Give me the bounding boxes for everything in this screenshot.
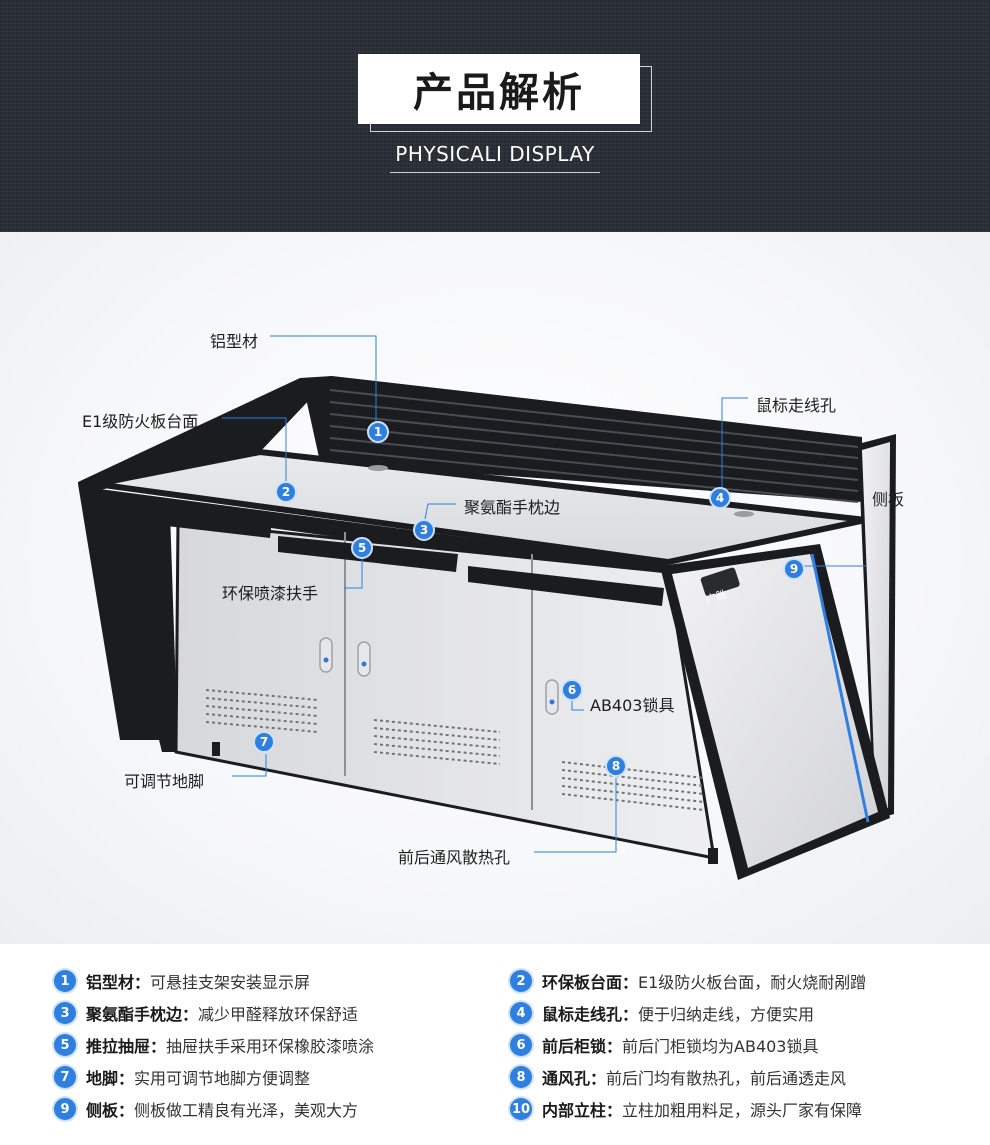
feature-item-3: 3 聚氨酯手枕边： 减少甲醛释放环保舒适	[54, 1000, 358, 1026]
feature-description: 减少甲醛释放环保舒适	[198, 1005, 359, 1024]
feature-number-badge: 1	[54, 970, 76, 992]
feature-name: 鼠标走线孔：	[542, 1005, 639, 1024]
feature-number-badge: 9	[54, 1098, 76, 1120]
feature-description: 抽屉扶手采用环保橡胶漆喷涂	[166, 1037, 375, 1056]
callout-label-aluminium: 铝型材	[210, 332, 259, 351]
feature-number-badge: 3	[54, 1002, 76, 1024]
feature-number-badge: 8	[510, 1066, 532, 1088]
feature-item-2: 2 环保板台面： E1级防火板台面，耐火烧耐剐蹭	[510, 968, 866, 994]
callout-label-lock: AB403锁具	[590, 696, 675, 715]
feature-name: 通风孔：	[542, 1069, 607, 1088]
callout-label-mouse-hole: 鼠标走线孔	[756, 396, 837, 415]
feature-description: 实用可调节地脚方便调整	[134, 1069, 311, 1088]
callout-label-feet: 可调节地脚	[124, 772, 205, 791]
feature-item-5: 5 推拉抽屉： 抽屉扶手采用环保橡胶漆喷涂	[54, 1032, 374, 1058]
svg-text:8: 8	[612, 759, 620, 773]
cabinet-body	[174, 520, 716, 860]
feature-number-badge: 6	[510, 1034, 532, 1056]
feature-item-7: 7 地脚： 实用可调节地脚方便调整	[54, 1064, 310, 1090]
callout-label-armrest: 环保喷漆扶手	[222, 584, 319, 603]
header-banner: 产品解析 PHYSICALI DISPLAY	[0, 0, 990, 232]
feature-name: 前后柜锁：	[542, 1037, 623, 1056]
page-subtitle: PHYSICALI DISPLAY	[395, 142, 595, 166]
feature-description: 前后门柜锁均为AB403锁具	[622, 1037, 819, 1056]
subtitle-underline	[390, 172, 600, 173]
callout-badge-6: 6	[561, 679, 583, 701]
callout-label-desktop: E1级防火板台面	[82, 412, 199, 431]
svg-text:4: 4	[716, 491, 724, 505]
feature-item-10: 10 内部立柱： 立柱加粗用料足，源头厂家有保障	[510, 1096, 862, 1122]
feature-name: 内部立柱：	[542, 1101, 623, 1120]
feature-description: 可悬挂支架安装显示屏	[150, 973, 311, 992]
svg-text:6: 6	[568, 683, 576, 697]
callout-badge-3: 3	[413, 519, 435, 541]
callout-badge-8: 8	[605, 755, 627, 777]
left-end-panel	[100, 500, 178, 752]
callout-label-side-panel: 侧板	[872, 490, 905, 509]
feature-name: 侧板：	[86, 1101, 135, 1120]
feature-item-9: 9 侧板： 侧板做工精良有光泽，美观大方	[54, 1096, 358, 1122]
svg-text:5: 5	[358, 541, 366, 555]
svg-text:3: 3	[420, 523, 428, 537]
feature-number-badge: 7	[54, 1066, 76, 1088]
feature-item-8: 8 通风孔： 前后门均有散热孔，前后通透走风	[510, 1064, 846, 1090]
brand-logo-text: 广胜	[704, 587, 729, 607]
svg-text:7: 7	[260, 735, 268, 749]
feature-description: 前后门均有散热孔，前后通透走风	[606, 1069, 847, 1088]
brand-logo	[700, 567, 740, 597]
feature-list: 1 铝型材： 可悬挂支架安装显示屏 2 环保板台面： E1级防火板台面，耐火烧耐…	[0, 944, 990, 1145]
callout-badge-5: 5	[351, 537, 373, 559]
feature-description: 立柱加粗用料足，源头厂家有保障	[622, 1101, 863, 1120]
page-title: 产品解析	[413, 70, 585, 116]
svg-text:9: 9	[790, 562, 798, 576]
callout-badge-4: 4	[709, 487, 731, 509]
feature-name: 铝型材：	[86, 973, 151, 992]
title-box: 产品解析	[358, 54, 640, 124]
callout-badge-9: 9	[783, 558, 805, 580]
desk-drawing: 广胜 1 2 3 4 5 6 7 8 9	[78, 335, 896, 880]
feature-item-4: 4 鼠标走线孔： 便于归纳走线，方便实用	[510, 1000, 814, 1026]
callout-label-wrist-rest: 聚氨酯手枕边	[464, 498, 561, 517]
callout-label-vents: 前后通风散热孔	[398, 848, 511, 867]
feature-number-badge: 10	[510, 1098, 532, 1120]
feature-description: 侧板做工精良有光泽，美观大方	[134, 1101, 359, 1120]
svg-text:1: 1	[374, 425, 382, 439]
callout-badges: 1 2 3 4 5 6 7 8 9	[253, 421, 805, 777]
callout-badge-7: 7	[253, 731, 275, 753]
callout-badge-1: 1	[367, 421, 389, 443]
feature-item-1: 1 铝型材： 可悬挂支架安装显示屏	[54, 968, 310, 994]
feature-name: 聚氨酯手枕边：	[86, 1005, 199, 1024]
feature-name: 地脚：	[86, 1069, 135, 1088]
feature-number-badge: 5	[54, 1034, 76, 1056]
feature-number-badge: 4	[510, 1002, 532, 1024]
feature-name: 环保板台面：	[542, 973, 639, 992]
callout-badge-2: 2	[275, 481, 297, 503]
feature-description: 便于归纳走线，方便实用	[638, 1005, 815, 1024]
product-illustration: 广胜 1 2 3 4 5 6 7 8 9 铝型材 E1级防火板台面 聚氨酯手	[0, 232, 990, 944]
feature-number-badge: 2	[510, 970, 532, 992]
feature-description: E1级防火板台面，耐火烧耐剐蹭	[638, 973, 867, 992]
feature-item-6: 6 前后柜锁： 前后门柜锁均为AB403锁具	[510, 1032, 818, 1058]
feature-name: 推拉抽屉：	[86, 1037, 167, 1056]
svg-text:2: 2	[282, 485, 290, 499]
